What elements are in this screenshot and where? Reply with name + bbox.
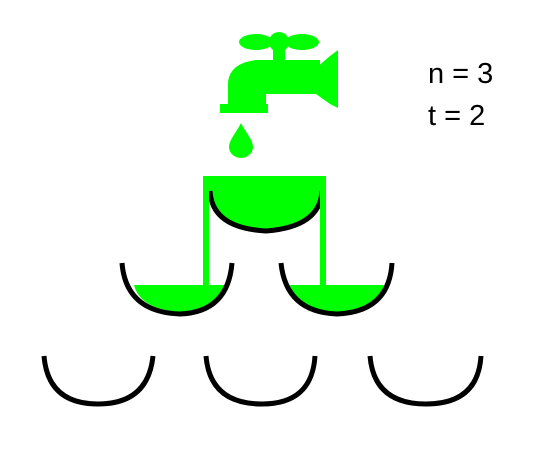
faucet-icon xyxy=(220,32,338,113)
glass-row3-1 xyxy=(41,355,156,407)
glass-row3-2 xyxy=(203,355,318,407)
time-label: t = 2 xyxy=(428,100,486,132)
glass-row2-2-bowl xyxy=(278,262,395,317)
glass-row2-1-bowl xyxy=(119,262,235,317)
glass-row1-1-bowl xyxy=(207,190,325,234)
glass-row3-3 xyxy=(367,355,484,407)
level-count-label: n = 3 xyxy=(428,58,494,90)
overflow-streams xyxy=(203,176,326,286)
glass-row1-1-water xyxy=(203,180,325,231)
glass-row2-2-water xyxy=(290,285,384,312)
glass-row2-1 xyxy=(119,262,235,317)
glass-row2-1-water xyxy=(134,285,226,312)
glass-row2-2 xyxy=(278,262,395,317)
water-drop-icon xyxy=(229,123,253,158)
glass-row1-1 xyxy=(203,180,325,234)
